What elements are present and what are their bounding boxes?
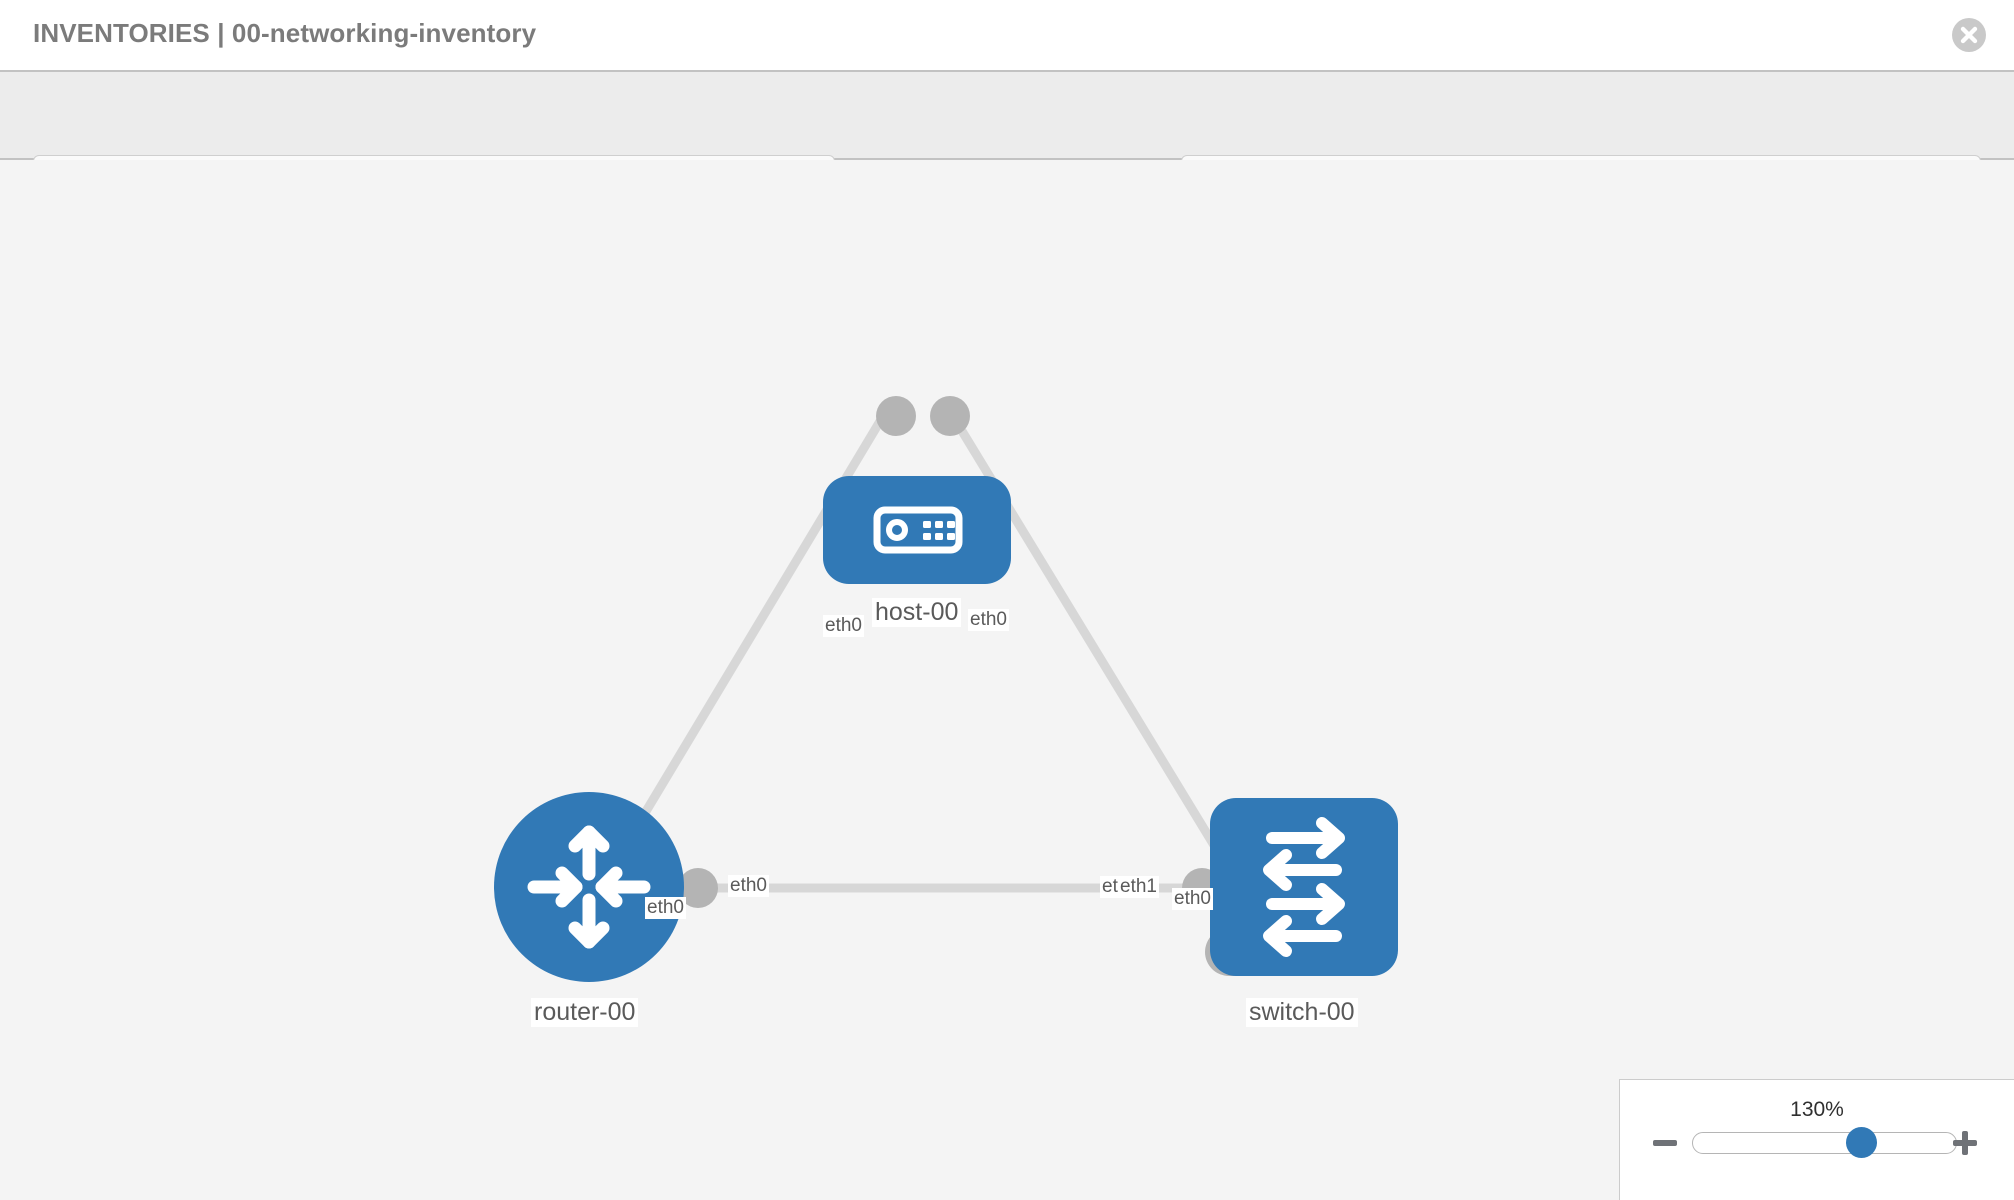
zoom-slider-thumb[interactable]: [1846, 1127, 1878, 1158]
zoom-level-label: 130%: [1790, 1098, 1844, 1121]
edge-label-host-left: eth0: [823, 615, 864, 637]
edge-label-switch-horizontal: eth1: [1118, 876, 1159, 898]
plus-icon: [1953, 1131, 1977, 1155]
topology-edges: [596, 405, 1244, 893]
port-host-left[interactable]: [876, 396, 916, 436]
zoom-control-panel: 130%: [1619, 1079, 2014, 1200]
app-header: INVENTORIES | 00-networking-inventory: [0, 0, 2014, 70]
node-router-00[interactable]: [494, 792, 684, 982]
topology-canvas[interactable]: host-00 eth0 eth0 router-00 eth0 eth0: [0, 160, 2014, 1200]
node-host-00[interactable]: [823, 476, 1011, 584]
minus-icon: [1653, 1140, 1677, 1146]
node-switch-00[interactable]: [1210, 798, 1398, 976]
zoom-in-button[interactable]: [1950, 1128, 1980, 1158]
node-label-switch-00: switch-00: [1246, 998, 1358, 1027]
server-icon: [873, 506, 963, 554]
switch-arrows-icon: [1263, 817, 1345, 957]
router-arrows-icon: [527, 825, 651, 949]
node-label-host-00: host-00: [872, 598, 962, 627]
edge-label-switch-diag: eth0: [1172, 888, 1213, 910]
zoom-slider-track[interactable]: [1692, 1132, 1957, 1154]
page-title: INVENTORIES | 00-networking-inventory: [33, 18, 537, 48]
node-label-router-00: router-00: [531, 998, 639, 1027]
close-icon[interactable]: [1952, 18, 1986, 52]
edge-label-router-diag: eth0: [645, 897, 686, 919]
edge-label-router-horizontal: eth0: [728, 875, 769, 897]
zoom-out-button[interactable]: [1650, 1128, 1680, 1158]
port-host-right[interactable]: [930, 396, 970, 436]
close-glyph: [1960, 26, 1978, 44]
toolbar: ACTIONS SEARCH: [0, 70, 2014, 205]
edge-label-host-right: eth0: [968, 609, 1009, 631]
